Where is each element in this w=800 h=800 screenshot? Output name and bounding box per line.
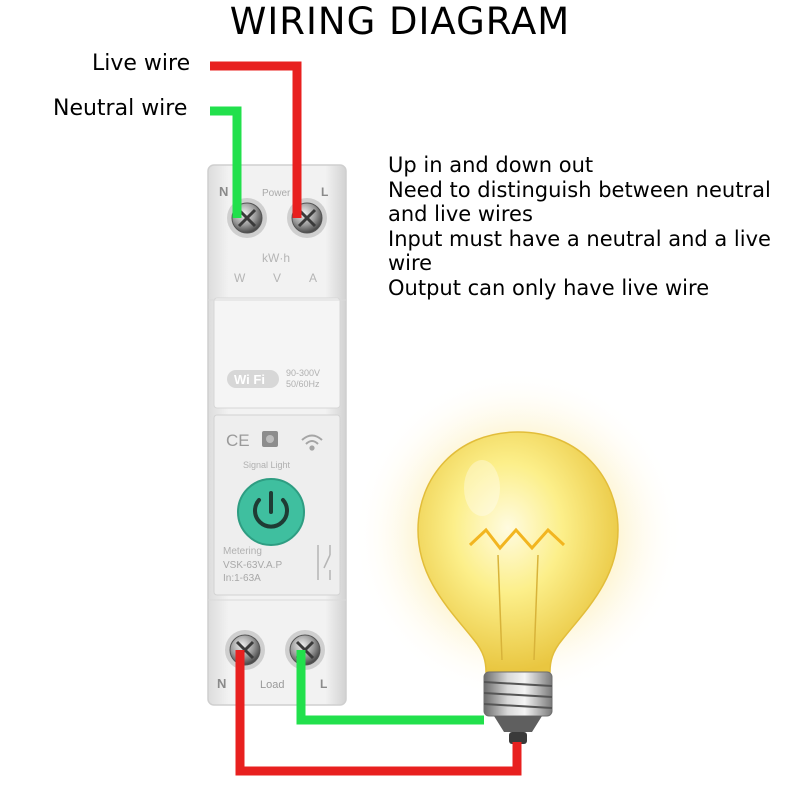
live-wire bbox=[210, 61, 302, 218]
load-label: Load bbox=[260, 679, 284, 691]
note-line: and live wires bbox=[388, 202, 533, 226]
bottom-neutral-terminal-label: N bbox=[217, 676, 226, 691]
screw-icon[interactable] bbox=[225, 630, 265, 670]
power-button[interactable] bbox=[237, 478, 305, 546]
note-line: Input must have a neutral and a live bbox=[388, 226, 771, 251]
note-line: Output can only have live wire bbox=[388, 275, 710, 300]
voltage-rating: 90-300V bbox=[286, 368, 320, 378]
ce-mark: CE bbox=[226, 431, 250, 450]
wiring-notes: Up in and down out Need to distinguish b… bbox=[388, 153, 793, 300]
neutral-wire bbox=[210, 106, 242, 218]
frequency-rating: 50/60Hz bbox=[286, 379, 320, 389]
load-neutral-wire bbox=[235, 650, 522, 776]
power-label: Power bbox=[262, 188, 291, 199]
top-live-terminal-label: L bbox=[321, 185, 328, 199]
breaker-label-panel bbox=[213, 297, 341, 409]
wifi-badge bbox=[227, 370, 279, 388]
note-line: Up in and down out bbox=[388, 153, 594, 177]
light-bulb-icon bbox=[353, 370, 683, 744]
bottom-live-terminal-label: L bbox=[320, 677, 327, 691]
signal-light-label: Signal Light bbox=[243, 460, 291, 470]
live-wire-label: Live wire bbox=[92, 51, 191, 76]
metering-label: Metering bbox=[223, 546, 262, 557]
meter-mode-label: A bbox=[309, 271, 317, 285]
note-line: wire bbox=[388, 251, 433, 275]
top-neutral-terminal-label: N bbox=[219, 184, 228, 199]
power-icon bbox=[253, 498, 289, 529]
wifi-icon bbox=[301, 434, 323, 451]
meter-mode-label: W bbox=[234, 271, 246, 285]
meter-mode-label: V bbox=[273, 271, 281, 285]
current-rating-label: In:1-63A bbox=[223, 573, 261, 584]
model-label: VSK-63V.A.P bbox=[223, 560, 282, 571]
switch-symbol-icon bbox=[317, 545, 331, 580]
load-live-wire bbox=[296, 650, 484, 725]
meter-unit-label: kW·h bbox=[262, 251, 290, 265]
page-title: WIRING DIAGRAM bbox=[229, 0, 571, 43]
neutral-wire-label: Neutral wire bbox=[53, 96, 188, 121]
note-line: Need to distinguish between neutral bbox=[388, 177, 771, 202]
wifi-badge-text: Wi Fi bbox=[234, 372, 265, 387]
smart-breaker-device: N Power L kW·h W V A Wi Fi 90-300V 50/60… bbox=[207, 164, 347, 706]
